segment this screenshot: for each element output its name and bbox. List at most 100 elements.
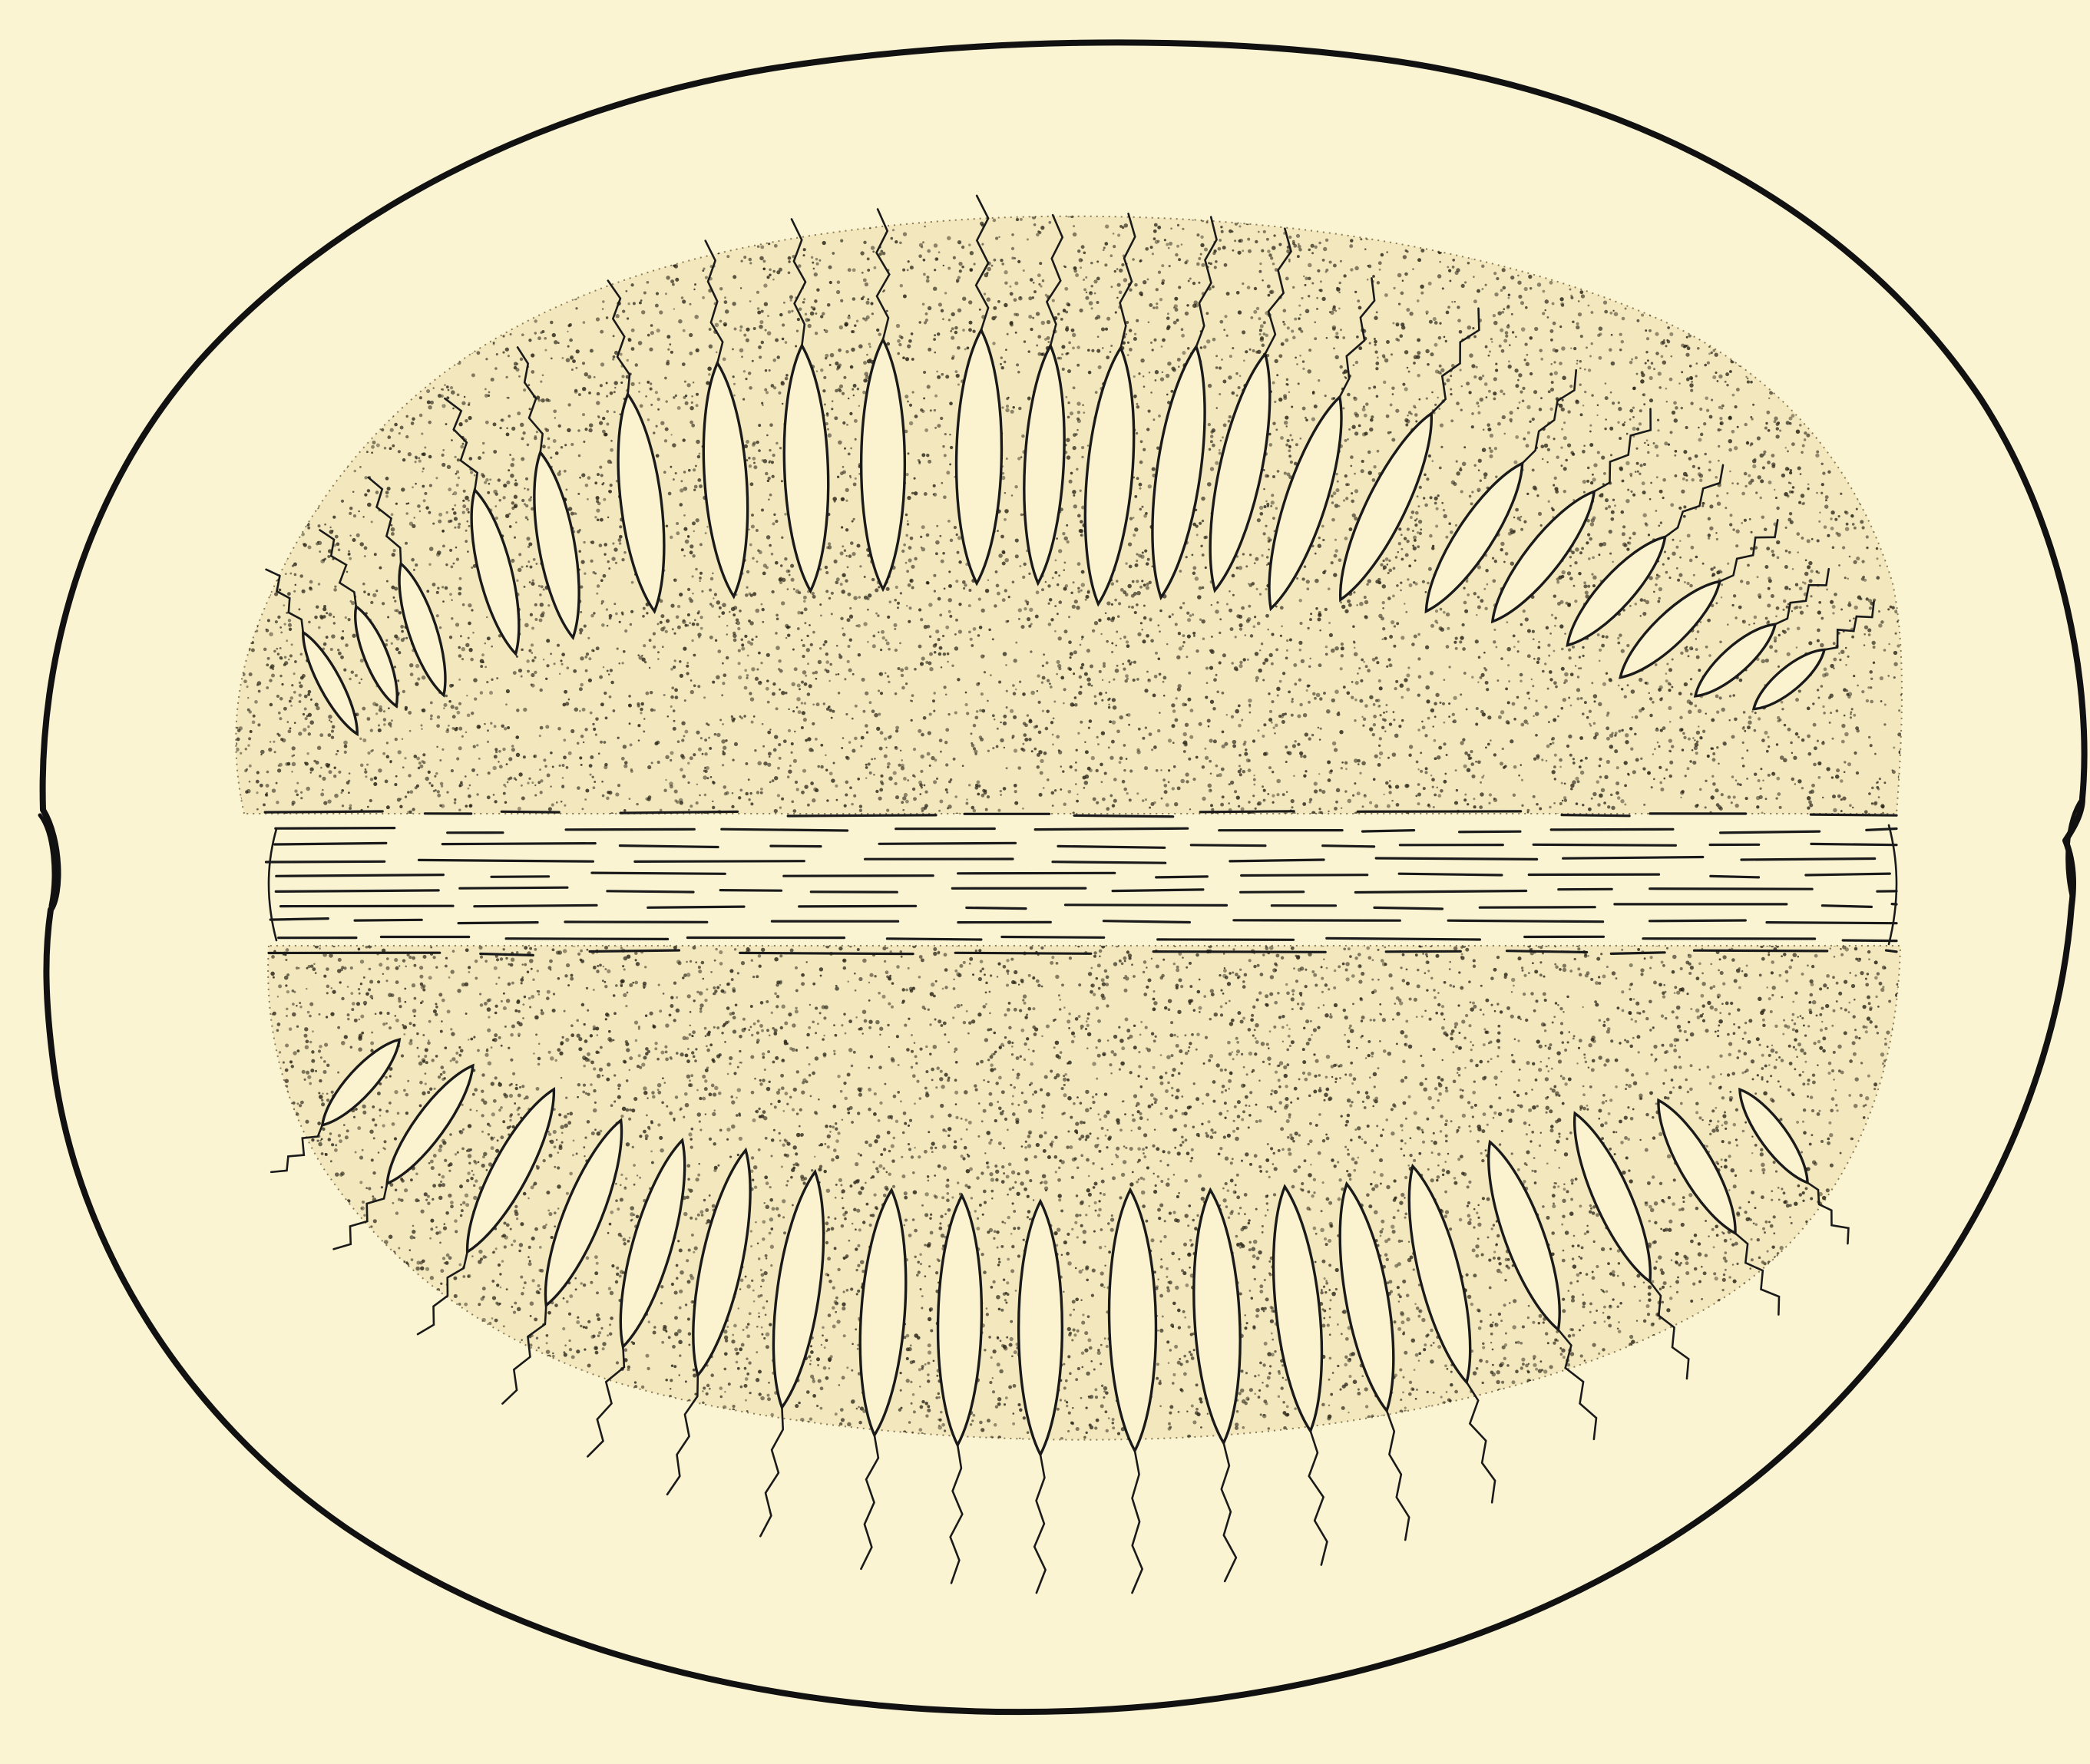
stipple-dot bbox=[738, 662, 741, 665]
stipple-dot bbox=[1648, 366, 1652, 370]
stipple-dot bbox=[947, 236, 951, 239]
stipple-dot bbox=[1099, 670, 1102, 673]
stipple-dot bbox=[997, 592, 1000, 596]
stipple-dot bbox=[895, 746, 897, 748]
stipple-dot bbox=[1829, 722, 1831, 724]
stipple-dot bbox=[992, 342, 995, 345]
stipple-dot bbox=[1210, 434, 1213, 438]
stipple-dot bbox=[741, 355, 743, 358]
stipple-dot bbox=[1568, 697, 1570, 699]
stipple-dot bbox=[1382, 560, 1384, 562]
stipple-dot bbox=[1196, 533, 1199, 536]
stipple-dot bbox=[1249, 712, 1252, 714]
stipple-dot bbox=[1189, 614, 1192, 616]
stipple-dot bbox=[783, 302, 785, 304]
stipple-dot bbox=[1505, 552, 1509, 556]
stipple-dot bbox=[650, 709, 654, 712]
stipple-dot bbox=[756, 791, 759, 794]
stipple-dot bbox=[527, 560, 530, 563]
stipple-dot bbox=[1446, 754, 1448, 756]
stipple-dot bbox=[709, 589, 712, 592]
stipple-dot bbox=[1358, 763, 1360, 765]
stipple-dot bbox=[939, 738, 943, 742]
stipple-dot bbox=[432, 387, 434, 388]
stipple-dot bbox=[1222, 795, 1225, 798]
stipple-dot bbox=[981, 243, 984, 246]
stipple-dot bbox=[1483, 652, 1486, 654]
stipple-dot bbox=[1576, 360, 1578, 362]
stipple-dot bbox=[973, 724, 977, 728]
stipple-dot bbox=[511, 501, 514, 504]
stipple-dot bbox=[1618, 730, 1621, 733]
stipple-dot bbox=[1379, 752, 1383, 755]
stipple-dot bbox=[1027, 397, 1031, 401]
stipple-dot bbox=[1799, 606, 1802, 609]
stipple-dot bbox=[413, 569, 415, 571]
stipple-dot bbox=[284, 623, 286, 626]
stipple-dot bbox=[1476, 707, 1479, 710]
stipple-dot bbox=[1434, 321, 1438, 325]
stipple-dot bbox=[656, 425, 658, 428]
stipple-dot bbox=[392, 444, 395, 448]
stipple-dot bbox=[1871, 787, 1874, 790]
stipple-dot bbox=[506, 689, 510, 693]
stipple-dot bbox=[1144, 766, 1148, 770]
stipple-dot bbox=[530, 613, 533, 616]
stipple-dot bbox=[564, 690, 567, 694]
stipple-dot bbox=[1393, 645, 1396, 648]
stipple-dot bbox=[934, 352, 937, 354]
stipple-dot bbox=[1807, 565, 1811, 569]
stipple-dot bbox=[1559, 624, 1563, 628]
stipple-dot bbox=[1253, 775, 1255, 776]
stipple-dot bbox=[1284, 472, 1287, 475]
stipple-dot bbox=[1309, 618, 1312, 621]
stipple-dot bbox=[274, 751, 276, 753]
stipple-dot bbox=[1146, 278, 1149, 280]
stipple-dot bbox=[1142, 639, 1146, 643]
stipple-dot bbox=[938, 652, 941, 656]
stipple-dot bbox=[1669, 378, 1673, 382]
stipple-dot bbox=[1655, 352, 1659, 355]
stipple-dot bbox=[1433, 317, 1437, 321]
stipple-dot bbox=[376, 444, 380, 448]
stipple-dot bbox=[872, 635, 875, 638]
stipple-dot bbox=[1405, 424, 1408, 427]
stipple-dot bbox=[300, 797, 303, 799]
stipple-dot bbox=[1081, 583, 1085, 586]
stipple-dot bbox=[1424, 734, 1427, 737]
stipple-dot bbox=[853, 518, 855, 520]
stipple-dot bbox=[526, 565, 528, 567]
stipple-dot bbox=[743, 334, 746, 337]
stipple-dot bbox=[1833, 658, 1837, 662]
stipple-dot bbox=[1232, 230, 1234, 233]
stipple-dot bbox=[693, 684, 696, 687]
stipple-dot bbox=[861, 736, 865, 740]
stipple-dot bbox=[348, 550, 350, 553]
stipple-dot bbox=[1334, 539, 1337, 541]
stipple-dot bbox=[1641, 314, 1644, 317]
stipple-dot bbox=[943, 652, 946, 656]
stipple-dot bbox=[1385, 781, 1389, 785]
stipple-dot bbox=[577, 429, 580, 432]
stipple-dot bbox=[769, 269, 772, 272]
stipple-dot bbox=[1226, 335, 1229, 337]
stipple-dot bbox=[1224, 315, 1227, 318]
stipple-dot bbox=[1263, 321, 1266, 324]
stipple-dot bbox=[1873, 802, 1877, 806]
stipple-dot bbox=[1718, 763, 1720, 765]
stipple-dot bbox=[1272, 801, 1275, 804]
stipple-dot bbox=[437, 587, 439, 590]
stipple-dot bbox=[502, 335, 504, 337]
stipple-dot bbox=[1642, 491, 1646, 494]
stipple-dot bbox=[260, 750, 265, 755]
stipple-dot bbox=[781, 798, 784, 801]
stipple-dot bbox=[1329, 260, 1332, 263]
stipple-dot bbox=[596, 593, 598, 595]
stipple-dot bbox=[1467, 325, 1472, 330]
stipple-dot bbox=[1590, 522, 1594, 526]
stipple-dot bbox=[968, 784, 971, 786]
stipple-dot bbox=[1068, 342, 1071, 345]
stipple-dot bbox=[902, 356, 905, 359]
stipple-dot bbox=[1186, 612, 1189, 615]
stipple-dot bbox=[957, 240, 961, 244]
